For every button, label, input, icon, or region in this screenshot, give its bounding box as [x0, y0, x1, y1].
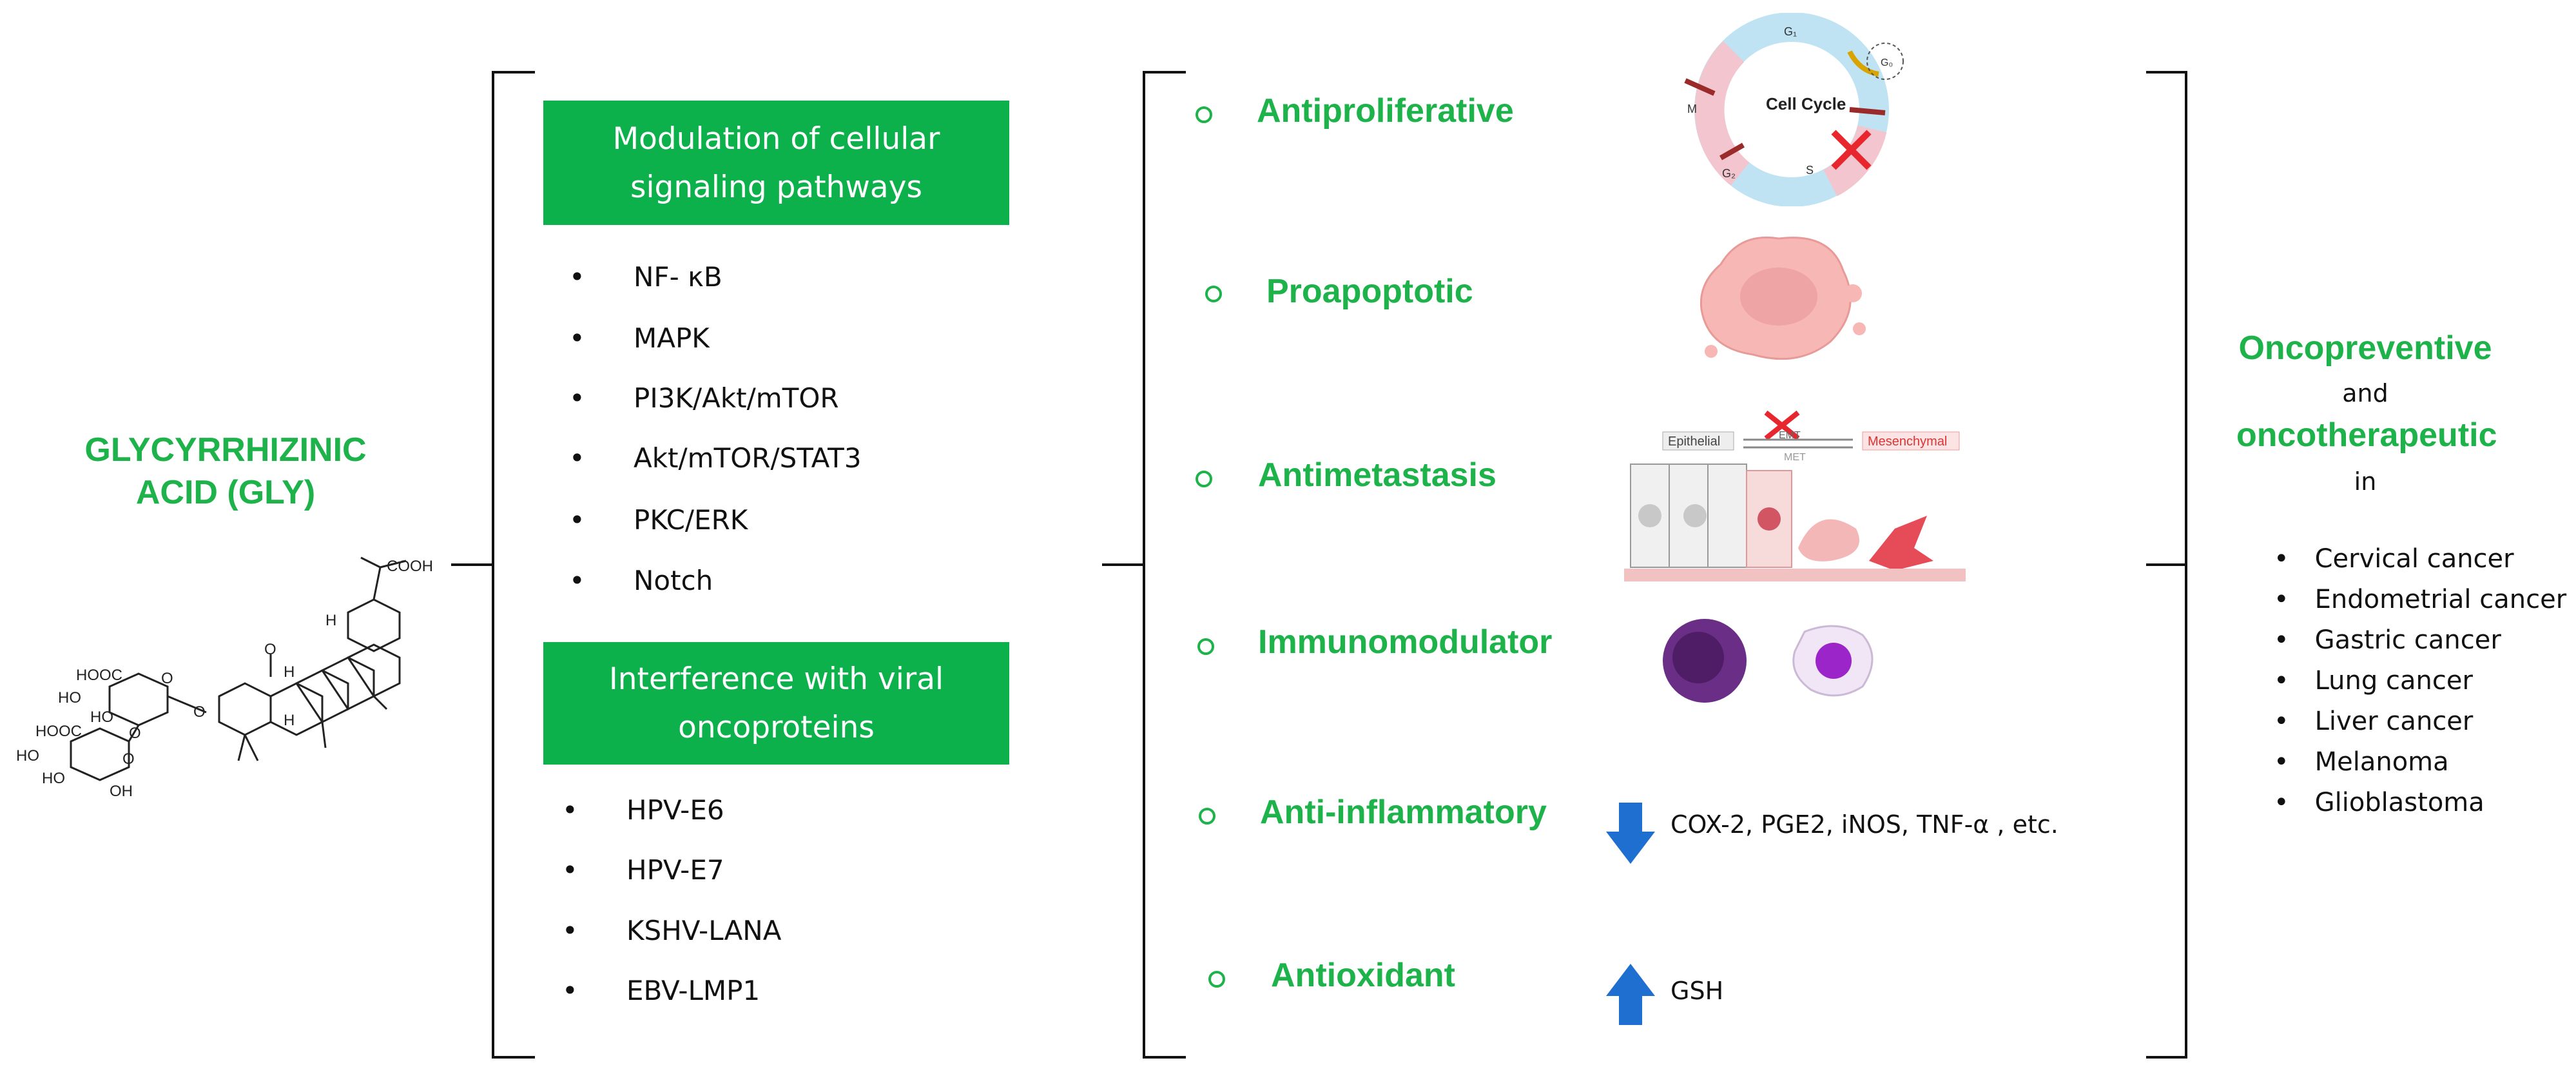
list-item: •Gastric cancer — [2274, 625, 2501, 655]
mol-o: O — [264, 641, 276, 658]
mol-h3: H — [284, 712, 295, 729]
gly-title-line2: ACID (GLY) — [135, 474, 316, 511]
mol-hooc1: HOOC — [76, 667, 122, 684]
list-item: •PI3K/Akt/mTOR — [569, 382, 839, 414]
list-item: •Cervical cancer — [2274, 544, 2514, 574]
list-item: •Liver cancer — [2274, 707, 2474, 736]
list-item: •MAPK — [569, 322, 710, 354]
cell-cycle-title: Cell Cycle — [1766, 94, 1846, 113]
immune-cells-icon — [1663, 619, 1874, 703]
apoptotic-cell-icon — [1700, 236, 1866, 360]
mol-ho4: HO — [42, 770, 65, 787]
mol-o3: O — [129, 725, 141, 742]
list-item: •Melanoma — [2274, 747, 2449, 777]
mol-hooc2: HOOC — [35, 723, 82, 740]
bracket-middle — [1143, 71, 1186, 1059]
list-item: •HPV-E6 — [562, 794, 724, 826]
right-and: and — [2342, 379, 2388, 407]
list-item: •Endometrial cancer — [2274, 585, 2567, 614]
cell-cycle-g2: G₂ — [1722, 167, 1736, 180]
effect-marker — [1199, 808, 1215, 825]
cell-cycle-m: M — [1687, 103, 1697, 115]
effect-antimetastasis: Antimetastasis — [1258, 456, 1496, 494]
emt-label: EMT — [1779, 430, 1801, 441]
list-item: •PKC/ERK — [569, 504, 748, 536]
effect-antioxidant: Antioxidant — [1271, 957, 1455, 994]
viral-box-line2: oncoproteins — [678, 710, 875, 745]
cell-cycle-s: S — [1806, 164, 1814, 177]
bracket-left — [492, 71, 535, 1059]
effect-marker — [1205, 286, 1222, 302]
list-item: •KSHV-LANA — [562, 915, 782, 946]
list-item: •NF- κB — [569, 261, 722, 293]
mol-ho3: HO — [16, 747, 39, 765]
arrow-down-icon — [1606, 803, 1655, 864]
effect-marker — [1208, 971, 1225, 988]
inflammatory-markers: COX-2, PGE2, iNOS, TNF-α , etc. — [1671, 810, 2058, 839]
cell-cycle-g1: G₁ — [1784, 25, 1797, 38]
mol-oh: OH — [110, 783, 133, 800]
right-in: in — [2354, 467, 2377, 496]
mol-ho2: HO — [90, 708, 113, 726]
right-heading-oncotherapeutic: oncotherapeutic — [2236, 416, 2497, 454]
arrow-up-icon — [1606, 964, 1655, 1025]
mol-h1: H — [325, 612, 336, 629]
signaling-box-line2: signaling pathways — [630, 169, 923, 205]
effect-immunomodulator: Immunomodulator — [1258, 623, 1553, 661]
right-heading-oncopreventive: Oncopreventive — [2238, 329, 2492, 367]
effect-marker — [1196, 106, 1212, 123]
emt-mesenchymal-label: Mesenchymal — [1868, 434, 1947, 449]
effect-antiproliferative: Antiproliferative — [1257, 92, 1514, 130]
list-item: •Glioblastoma — [2274, 788, 2484, 817]
mol-o1: O — [193, 703, 206, 721]
emt-illustration: Epithelial Mesenchymal EMT MET — [1624, 410, 1966, 581]
cell-cycle-g0: G₀ — [1881, 57, 1893, 68]
signaling-box: Modulation of cellular signaling pathway… — [543, 101, 1009, 225]
list-item: •EBV-LMP1 — [562, 975, 760, 1006]
gly-title-line1: GLYCYRRHIZINIC — [84, 431, 367, 469]
antioxidant-marker: GSH — [1671, 977, 1724, 1005]
mol-o2: O — [161, 670, 173, 687]
met-label: MET — [1784, 452, 1806, 463]
mol-ho1: HO — [58, 689, 81, 707]
emt-epithelial-label: Epithelial — [1668, 434, 1720, 449]
mol-o4: O — [122, 750, 135, 768]
cell-cycle-illustration: Cell Cycle G₁ G₀ M G₂ S — [1684, 13, 1904, 206]
list-item: •Notch — [569, 565, 713, 596]
list-item: •Lung cancer — [2274, 666, 2473, 696]
effect-marker — [1197, 638, 1214, 655]
mol-h2: H — [284, 663, 295, 681]
signaling-box-line1: Modulation of cellular — [612, 121, 940, 157]
effect-anti-inflammatory: Anti-inflammatory — [1260, 794, 1547, 831]
list-item: •Akt/mTOR/STAT3 — [569, 442, 862, 474]
viral-box: Interference with viral oncoproteins — [543, 642, 1009, 765]
list-item: •HPV-E7 — [562, 854, 724, 886]
mol-cooh: COOH — [387, 558, 433, 575]
effect-proapoptotic: Proapoptotic — [1266, 273, 1473, 310]
gly-title: GLYCYRRHIZINIC ACID (GLY) — [39, 429, 412, 514]
glycyrrhizin-structure: COOH O H H H HOOC HOOC HO HO HO HO O O O… — [16, 556, 433, 800]
effect-marker — [1196, 471, 1212, 487]
viral-box-line1: Interference with viral — [608, 661, 944, 697]
